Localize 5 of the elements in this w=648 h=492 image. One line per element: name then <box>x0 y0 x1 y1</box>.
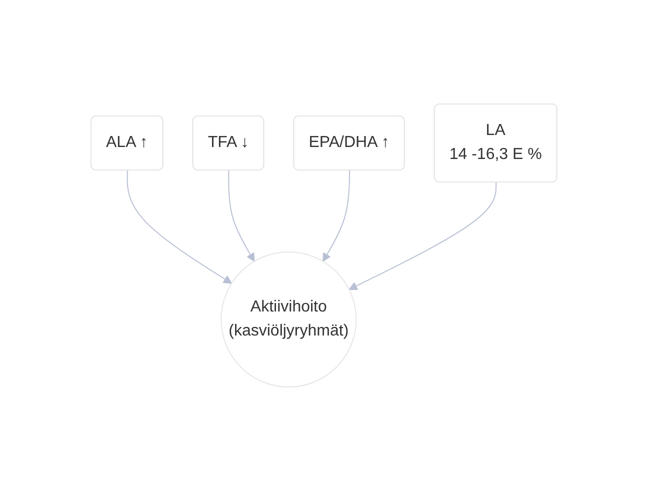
node-circle: Aktiivihoito (kasviöljyryhmät) <box>220 252 357 388</box>
arrow <box>322 170 350 262</box>
arrow <box>228 170 255 262</box>
arrow <box>348 182 497 290</box>
arrow <box>126 170 232 284</box>
